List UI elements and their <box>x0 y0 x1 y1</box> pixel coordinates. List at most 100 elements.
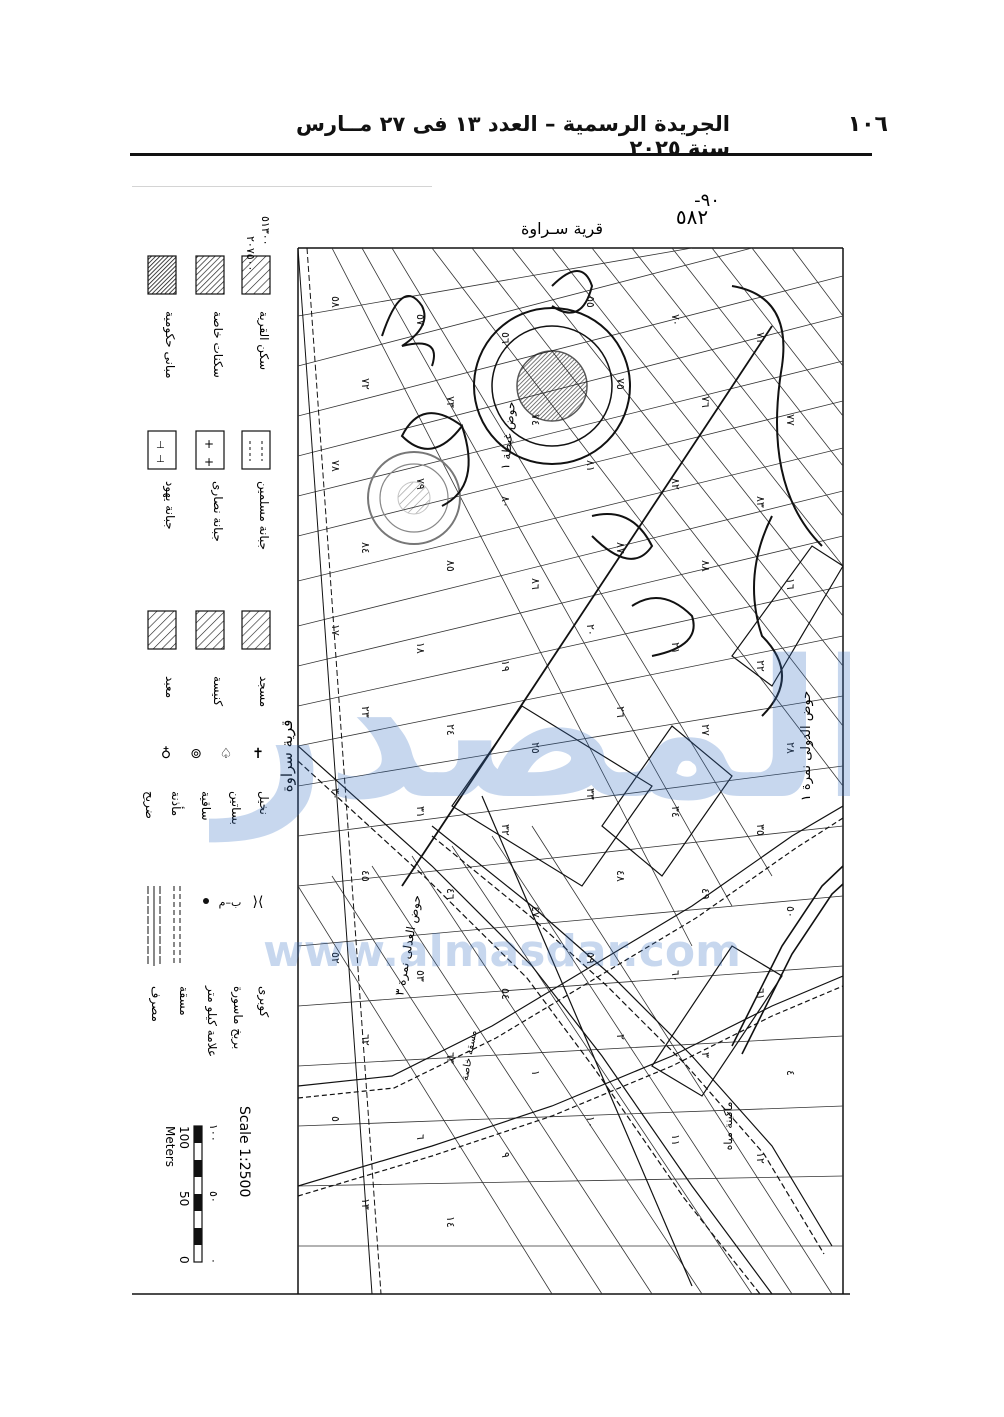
garden-icon: ♤ <box>220 746 233 762</box>
parcel-number: ٥٤ <box>499 988 512 1000</box>
drain-line-icon <box>147 886 161 966</box>
parcel-number: ٣ <box>699 1052 712 1058</box>
parcel-number: ٥٥ <box>584 296 597 308</box>
parcel-number: ٤٩ <box>699 888 712 900</box>
gazette-title: الجريدة الرسمية – العدد ١٣ فى ٢٧ مــارس … <box>296 112 730 160</box>
parcel-number: ٣٤ <box>669 806 682 818</box>
legend-swatch-temple <box>147 610 177 650</box>
parcel-number: ٢٣ <box>359 706 372 718</box>
legend-label-16: علامة كيلو متر <box>204 985 219 1057</box>
parcel-number: ٨٥ <box>444 560 457 572</box>
handwritten-signatures <box>381 270 823 717</box>
parcel-number: ٧٥ <box>614 378 627 390</box>
village-left-label: قرية سراوة <box>278 720 296 793</box>
parcel-number: ٢٥ <box>529 742 542 754</box>
basin-1-label: حوض الدولى نمرة ١ <box>799 691 814 801</box>
parcel-number: ٥٦ <box>499 332 512 344</box>
parcel-number: ١٨ <box>414 642 427 654</box>
parcel-number: ٨٦ <box>529 578 542 590</box>
parcel-number: ٧٧ <box>784 414 797 426</box>
village-top-label: قرية سـراوة <box>521 219 603 239</box>
legend-label-17: مسقة <box>177 986 191 1016</box>
culvert-icon: ب–م <box>219 896 242 909</box>
main-boundary-line <box>401 325 773 1287</box>
legend-label-9: نخيل <box>257 791 271 815</box>
parcel-number: ٨٣ <box>754 496 767 508</box>
tomb-icon: ♁ <box>161 746 171 762</box>
parcel-number: ٤٨ <box>614 870 627 882</box>
legend-swatch-private <box>195 255 225 295</box>
bridge-icon: ⟩⟨ <box>253 894 264 910</box>
legend-label-18: مصرف <box>148 986 163 1022</box>
parcel-number: ٦٠ <box>669 970 682 982</box>
parcel-number: ٩ <box>499 1152 512 1158</box>
parcel-number: ١١ <box>669 1134 682 1146</box>
page-header: ١٠٦ الجريدة الرسمية – العدد ١٣ فى ٢٧ مــ… <box>130 112 888 160</box>
canal-label: مسقة خاصة <box>460 1030 480 1082</box>
legend-label-12: مأذنة <box>169 791 185 816</box>
parcel-number: ٢٧ <box>699 724 712 736</box>
parcel-number: ٨٠ <box>499 496 512 508</box>
official-stamp-large <box>473 307 631 465</box>
svg-text:⊥: ⊥ <box>156 440 165 451</box>
legend-swatch-village <box>241 255 271 295</box>
parcel-number: ٣٣ <box>584 788 597 800</box>
palm-icon: ✝ <box>252 746 264 762</box>
official-stamp-small <box>367 451 461 545</box>
cadastral-map: ٥٨٥٧٥٦٥٥٧٠٧١٧٢٧٣٧٤٧٥٧٦٧٧٧٨٧٩٨٠٨١٨٢٨٣٨٤٨٥… <box>132 185 887 1296</box>
svg-text:⊥: ⊥ <box>156 454 165 465</box>
parcel-number: ٦١ <box>754 988 767 1000</box>
parcel-number: ١٦ <box>784 578 797 590</box>
waterwheel-icon: ⊚ <box>190 746 202 762</box>
parcel-number: ٦٣ <box>444 1052 457 1064</box>
page-number: ١٠٦ <box>847 112 888 137</box>
legend-label-11: ساقية <box>199 791 213 821</box>
map-svg: ٥٨٥٧٥٦٥٥٧٠٧١٧٢٧٣٧٤٧٥٧٦٧٧٧٨٧٩٨٠٨١٨٢٨٣٨٤٨٥… <box>132 185 887 1295</box>
watermark: المصدر www.almasdar.com <box>209 620 887 977</box>
legend-label-1: سكنات خاصة <box>211 311 225 378</box>
parcel-number: ٨٨ <box>699 560 712 572</box>
scale-tick-ar-0: ١٠٠ <box>207 1124 220 1142</box>
parcel-number: ٧٢ <box>359 378 372 390</box>
parcel-number: ٢٢ <box>754 660 767 672</box>
parcel-number: ٥٣ <box>414 970 427 982</box>
parcel-number: ٢٠ <box>584 624 597 636</box>
scale-tick-1: 50 <box>177 1191 191 1206</box>
legend-label-14: كوبرى <box>256 986 271 1018</box>
map-blocks <box>451 545 843 1097</box>
legend-label-10: بساتين <box>228 791 243 825</box>
parcel-number: ١٧ <box>329 624 342 636</box>
legend-label-0: سكن القرية <box>256 311 271 370</box>
parcel-number: ٨١ <box>584 460 597 472</box>
scale-tick-2: 0 <box>177 1256 191 1264</box>
parcel-number: ٥٠ <box>784 906 797 918</box>
parcel-number: ٥٧ <box>414 314 427 326</box>
sheet-code: -٩٠ <box>694 190 720 211</box>
legend-label-4: جبانة نصارى <box>210 481 225 542</box>
parcel-number: ١٢ <box>754 1152 767 1164</box>
parcel-number: ٧١ <box>754 332 767 344</box>
coord-bottom: ٥١٣٠٠ <box>259 216 272 246</box>
parcel-number: ٥٩ <box>584 952 597 964</box>
canal-lines <box>298 745 843 1294</box>
parcel-number: ٤٦ <box>444 888 457 900</box>
header-rule <box>130 153 872 156</box>
scale-units: Meters <box>163 1126 177 1167</box>
map-body <box>298 248 843 1294</box>
parcel-number: ٢٤ <box>444 724 457 736</box>
parcel-number: ٢٨ <box>784 742 797 754</box>
parcel-number: ٣٠ <box>329 788 342 800</box>
parcel-number: ٢ <box>614 1034 627 1040</box>
parcel-number: ١٣ <box>359 1198 372 1210</box>
parcel-number: ٧٠ <box>669 314 682 326</box>
parcel-number: ٤٧ <box>529 906 542 918</box>
scale-tick-ar-1: ٥٠ <box>207 1191 220 1203</box>
parcel-number: ١٤ <box>444 1216 457 1228</box>
parcel-number: ٥٨ <box>329 296 342 308</box>
km-marker-icon <box>203 898 209 904</box>
mesqa-line-icon <box>173 886 181 966</box>
legend-label-5: جبانة يهود <box>162 481 177 530</box>
legend-swatch-muslim-cemetery <box>241 430 271 470</box>
parcel-number: ٤٥ <box>359 870 372 882</box>
sheet-number: ٥٨٢ <box>676 205 708 229</box>
